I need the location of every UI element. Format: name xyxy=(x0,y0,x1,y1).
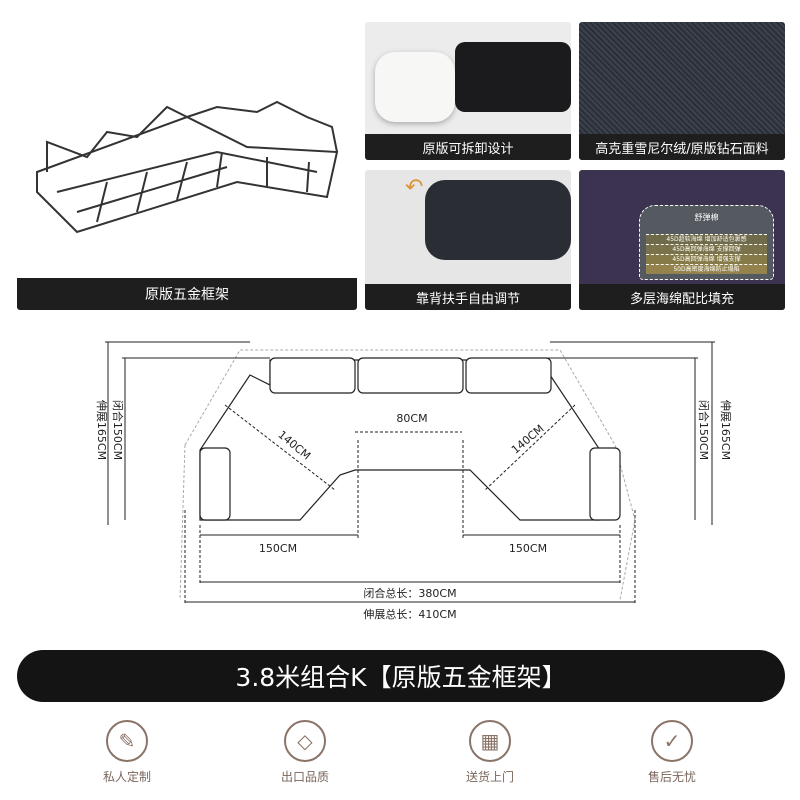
dim-right-closed: 闭合150CM xyxy=(697,400,711,460)
detachable-caption: 原版可拆卸设计 xyxy=(365,134,571,160)
dim-right-extended: 伸展165CM xyxy=(719,400,732,460)
foam-layer: 舒弹棉 xyxy=(694,213,719,222)
dim-closed-total: 闭合总长：380CM xyxy=(363,586,456,600)
adjustable-caption: 靠背扶手自由调节 xyxy=(365,284,571,310)
detachable-photo: 原版可拆卸设计 xyxy=(365,22,571,160)
foam-layer: 50D高密度海绵防止塌陷 xyxy=(646,264,767,274)
foam-layer: 45D高回弹海绵 增强支撑 xyxy=(646,254,767,264)
foam-layer: 45D超软海绵 增加舒适包裹感 xyxy=(646,234,767,244)
foam-photo: 舒弹棉 45D超软海绵 增加舒适包裹感 45D高回弹海绵 支撑回弹 45D高回弹… xyxy=(579,170,785,310)
adjustable-photo: ↶ 靠背扶手自由调节 xyxy=(365,170,571,310)
foam-layer: 45D高回弹海绵 支撑回弹 xyxy=(646,244,767,254)
dim-right-width: 150CM xyxy=(509,542,547,555)
dim-extended-total: 伸展总长：410CM xyxy=(363,607,456,621)
shield-check-icon: ✓ xyxy=(651,720,693,762)
feature-aftersales: ✓售后无忧 xyxy=(612,720,732,785)
dimension-diagram: 伸展165CM 闭合150CM 闭合150CM 伸展165CM 80CM 140… xyxy=(95,341,732,621)
frame-caption: 原版五金框架 xyxy=(17,278,357,310)
feature-custom: ✎私人定制 xyxy=(67,720,187,785)
foam-caption: 多层海绵配比填充 xyxy=(579,284,785,310)
dim-left-closed: 闭合150CM xyxy=(111,400,125,460)
delivery-box-icon: ▦ xyxy=(469,720,511,762)
frame-photo: 原版五金框架 xyxy=(17,22,357,310)
dim-left-extended: 伸展165CM xyxy=(95,400,108,460)
product-banner: 3.8米组合K【原版五金框架】 xyxy=(17,650,785,702)
fabric-photo: 高克重雪尼尔绒/原版钻石面料 xyxy=(579,22,785,160)
feature-quality: ◇出口品质 xyxy=(245,720,365,785)
diamond-icon: ◇ xyxy=(284,720,326,762)
dim-left-width: 150CM xyxy=(259,542,297,555)
fabric-caption: 高克重雪尼尔绒/原版钻石面料 xyxy=(579,134,785,160)
metal-frame-image xyxy=(36,100,339,234)
feature-delivery: ▦送货上门 xyxy=(430,720,550,785)
pencil-icon: ✎ xyxy=(106,720,148,762)
dim-center: 80CM xyxy=(396,412,427,425)
